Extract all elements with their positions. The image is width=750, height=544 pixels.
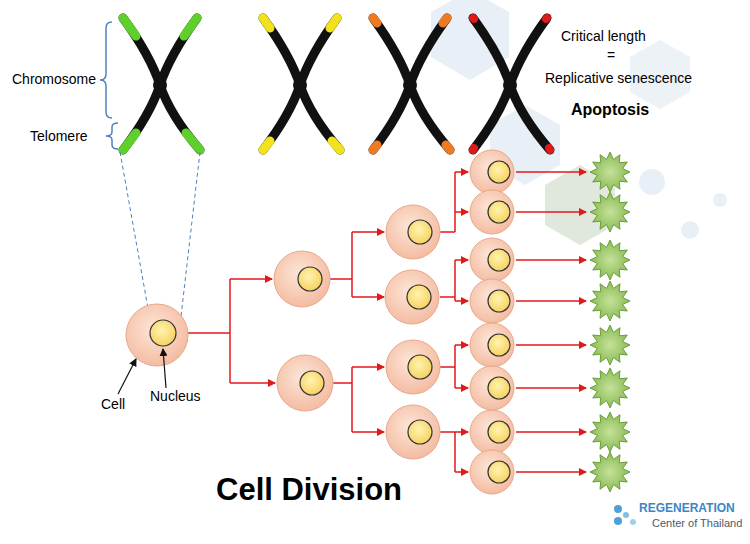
chromosome-bracket (100, 22, 112, 118)
chromosome-medium-telomere (263, 18, 340, 150)
note-text: Critical length (561, 28, 646, 44)
apoptotic-cells (590, 152, 630, 492)
logo-mark (614, 505, 636, 525)
part-label: Telomere (30, 128, 88, 144)
part-label: Chromosome (12, 71, 96, 87)
note-heading: Apoptosis (571, 101, 649, 119)
watermark: Center of Thailand (652, 517, 742, 530)
nuclei (150, 161, 510, 483)
nucleus-pointer (163, 349, 166, 388)
part-label: Cell (101, 396, 125, 412)
watermark: REGENERATION (639, 502, 735, 516)
chromosome-critical-telomere (473, 18, 550, 150)
background-hexagons (431, 0, 727, 245)
zoom-line (180, 152, 200, 325)
cell-pointer (118, 359, 136, 394)
note-text: = (607, 47, 615, 63)
cells (126, 150, 514, 494)
zoom-line (120, 152, 151, 325)
note-text: Replicative senescence (545, 70, 692, 86)
telomere-bracket (106, 123, 118, 149)
chromosome-long-telomere (123, 18, 200, 150)
diagram-title: Cell Division (216, 472, 402, 508)
part-label: Nucleus (150, 388, 201, 404)
chromosome-short-telomere (373, 18, 450, 150)
division-lines (187, 172, 586, 472)
